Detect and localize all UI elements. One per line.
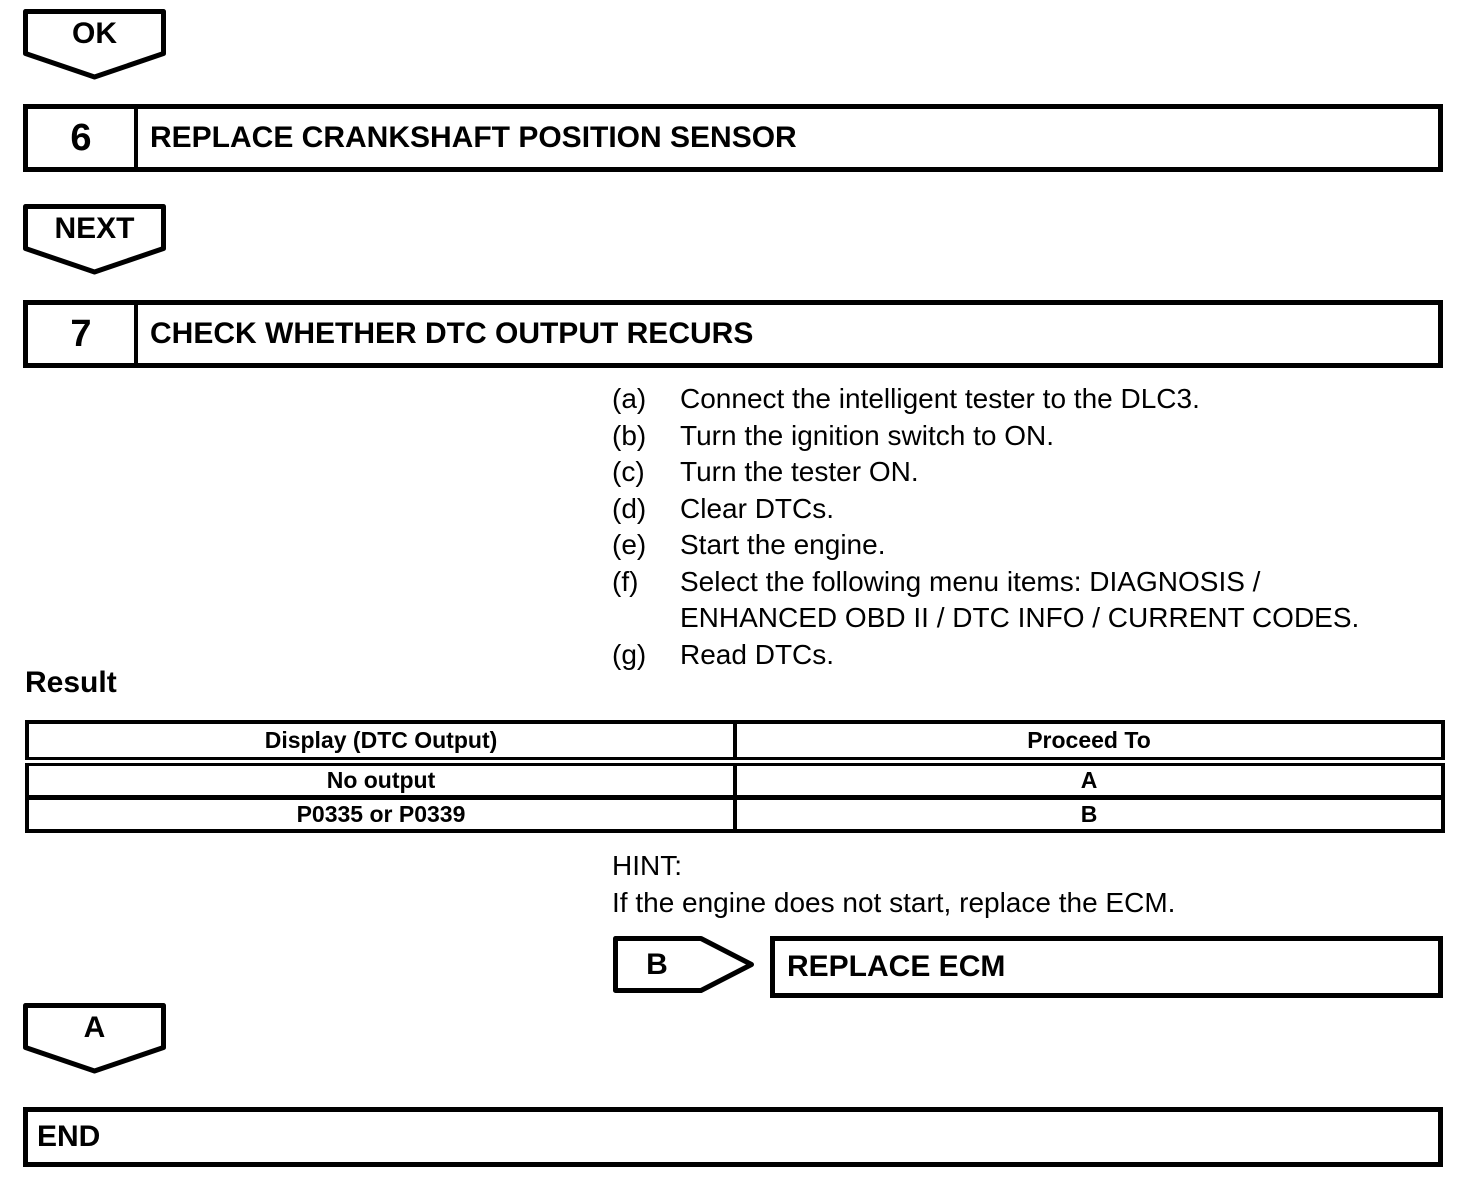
step-7-title: CHECK WHETHER DTC OUTPUT RECURS [150,317,754,350]
procedure-step-text: Read DTCs. [680,638,835,670]
step-6-title: REPLACE CRANKSHAFT POSITION SENSOR [150,121,797,154]
procedure-step-marker: (g) [612,638,647,670]
procedure-step-marker: (d) [612,492,647,524]
hint-text: If the engine does not start, replace th… [612,887,1176,918]
step-6-number: 6 [28,109,138,167]
connector-next-label: NEXT [54,212,135,245]
procedure-step-marker: (c) [612,456,645,487]
result-proceed-cell: A [733,759,1445,800]
result-display-cell: P0335 or P0339 [25,795,737,833]
procedure-step-text: Turn the ignition switch to ON. [680,419,1055,451]
connector-a-label: A [83,1011,106,1044]
procedure-step-text: Start the engine. [680,529,886,560]
procedure-step-c: (c) Turn the tester ON. [612,454,1432,491]
replace-ecm-label: REPLACE ECM [787,950,1006,983]
result-table-header-row: Display (DTC Output) Proceed To [25,720,1445,766]
connector-ok: OK [23,9,166,80]
step-7-number: 7 [28,305,138,363]
pentagon-down-icon [23,1003,166,1074]
procedure-step-marker: (f) [612,565,639,597]
connector-b-label: B [646,947,668,981]
procedure-step-a: (a) Connect the intelligent tester to th… [612,381,1432,418]
replace-ecm-box: REPLACE ECM [770,936,1443,998]
procedure-step-text: Connect the intelligent tester to the DL… [680,383,1200,414]
connector-next: NEXT [23,204,166,275]
pentagon-down-icon [23,204,166,275]
procedure-step-text: Select the following menu items: DIAGNOS… [680,565,1360,634]
procedure-step-marker: (a) [612,383,647,414]
pentagon-right-icon [613,936,755,993]
end-box: END [23,1107,1443,1167]
procedure-step-text: Turn the tester ON. [680,456,919,487]
connector-a: A [23,1003,166,1074]
procedure-step-f: (f) Select the following menu items: DIA… [612,564,1432,637]
connector-b: B [613,936,755,993]
result-table-header-proceed: Proceed To [733,720,1445,766]
result-table: Display (DTC Output) Proceed To No outpu… [25,720,1445,833]
procedure-step-e: (e) Start the engine. [612,527,1432,564]
result-display-cell: No output [25,759,737,800]
table-row: No output A [25,759,1445,800]
table-row: P0335 or P0339 B [25,795,1445,833]
end-label: END [37,1120,101,1153]
hint-block: HINT: If the engine does not start, repl… [612,847,1175,921]
pentagon-down-icon [23,9,166,80]
procedure-step-marker: (b) [612,419,647,451]
hint-label: HINT: [612,850,682,881]
procedure-step-b: (b) Turn the ignition switch to ON. [612,418,1432,455]
result-proceed-cell: B [733,795,1445,833]
step-6-header: 6 REPLACE CRANKSHAFT POSITION SENSOR [23,104,1443,172]
procedure-step-text: Clear DTCs. [680,492,835,524]
step-7-header: 7 CHECK WHETHER DTC OUTPUT RECURS [23,300,1443,368]
procedure-step-d: (d) Clear DTCs. [612,491,1432,528]
result-table-header-display: Display (DTC Output) [25,720,737,766]
procedure-list: (a) Connect the intelligent tester to th… [612,381,1432,673]
procedure-step-g: (g) Read DTCs. [612,637,1432,674]
procedure-step-marker: (e) [612,529,647,560]
connector-ok-label: OK [72,17,117,50]
result-heading: Result [25,666,117,699]
